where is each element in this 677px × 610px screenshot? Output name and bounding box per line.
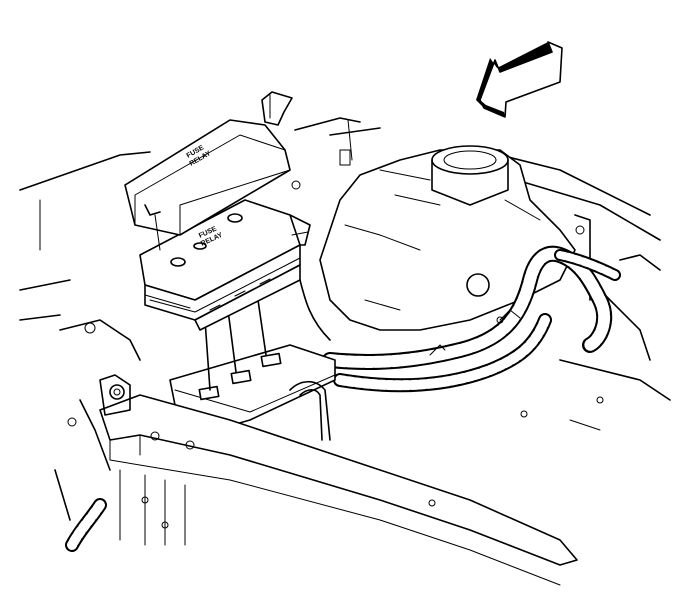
wiring-harness	[65, 245, 621, 552]
fuse-block-cover: FUSE RELAY	[124, 91, 293, 251]
front-frame-rail	[99, 374, 578, 586]
air-intake-housing	[319, 145, 576, 331]
fender-bolts	[496, 316, 604, 431]
fuse-block-mounting-tray	[169, 344, 336, 441]
direction-arrow-icon	[476, 41, 563, 118]
fuse-relay-block: FUSE RELAY	[139, 199, 331, 341]
